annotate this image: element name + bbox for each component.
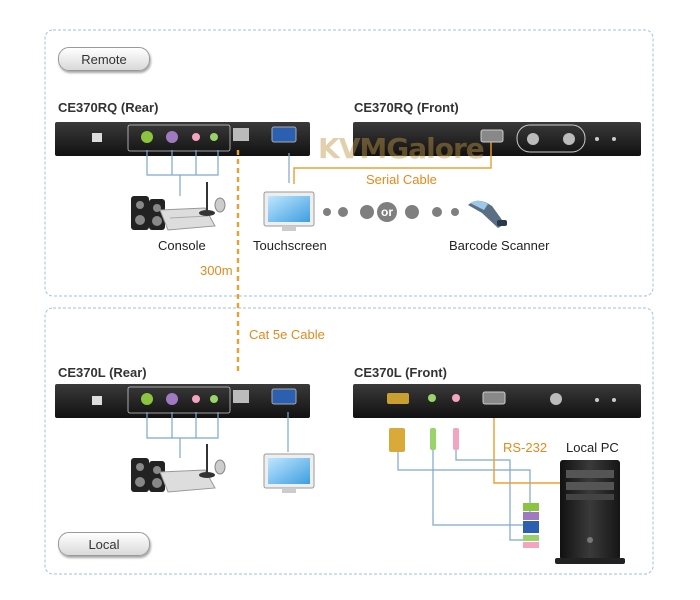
- barcode-scanner-label: Barcode Scanner: [449, 238, 550, 253]
- serial-cable-line: [293, 142, 492, 184]
- distance-label: 300m: [200, 263, 233, 278]
- barcode-scanner-icon: [468, 200, 507, 228]
- touchscreen-icon: [263, 191, 315, 231]
- ce370l-front-title: CE370L (Front): [354, 365, 447, 380]
- ce370l-front-device: [353, 384, 641, 418]
- local-panel: [44, 307, 654, 575]
- ce370rq-rear-device: [55, 122, 310, 156]
- ce370l-rear-device: [55, 384, 310, 418]
- pc-connectors: [389, 428, 539, 548]
- local-monitor-icon: [263, 453, 315, 493]
- or-dots: [323, 202, 459, 222]
- watermark-logo: KVMGalore: [318, 132, 485, 165]
- local-console-cables: [146, 412, 289, 458]
- ce370rq-rear-title: CE370RQ (Rear): [58, 100, 159, 115]
- local-pc-label: Local PC: [566, 440, 619, 455]
- cat5e-cable-label: Cat 5e Cable: [249, 327, 325, 342]
- ce370l-rear-title: CE370L (Rear): [58, 365, 147, 380]
- local-section-label: Local: [58, 532, 150, 556]
- local-pc-icon: [555, 460, 625, 564]
- ce370rq-front-title: CE370RQ (Front): [354, 100, 459, 115]
- console-label: Console: [158, 238, 206, 253]
- serial-cable-label: Serial Cable: [366, 172, 437, 187]
- ce370rq-front-device: [353, 122, 641, 156]
- remote-panel: [44, 29, 654, 297]
- local-console-icon: [131, 444, 226, 493]
- console-icon: [131, 182, 226, 231]
- pc-cables: [397, 418, 588, 541]
- rs232-label: RS-232: [503, 440, 548, 455]
- remote-section-label: Remote: [58, 47, 150, 71]
- or-label: or: [381, 205, 393, 219]
- console-cables: [146, 150, 219, 196]
- touchscreen-label: Touchscreen: [253, 238, 327, 253]
